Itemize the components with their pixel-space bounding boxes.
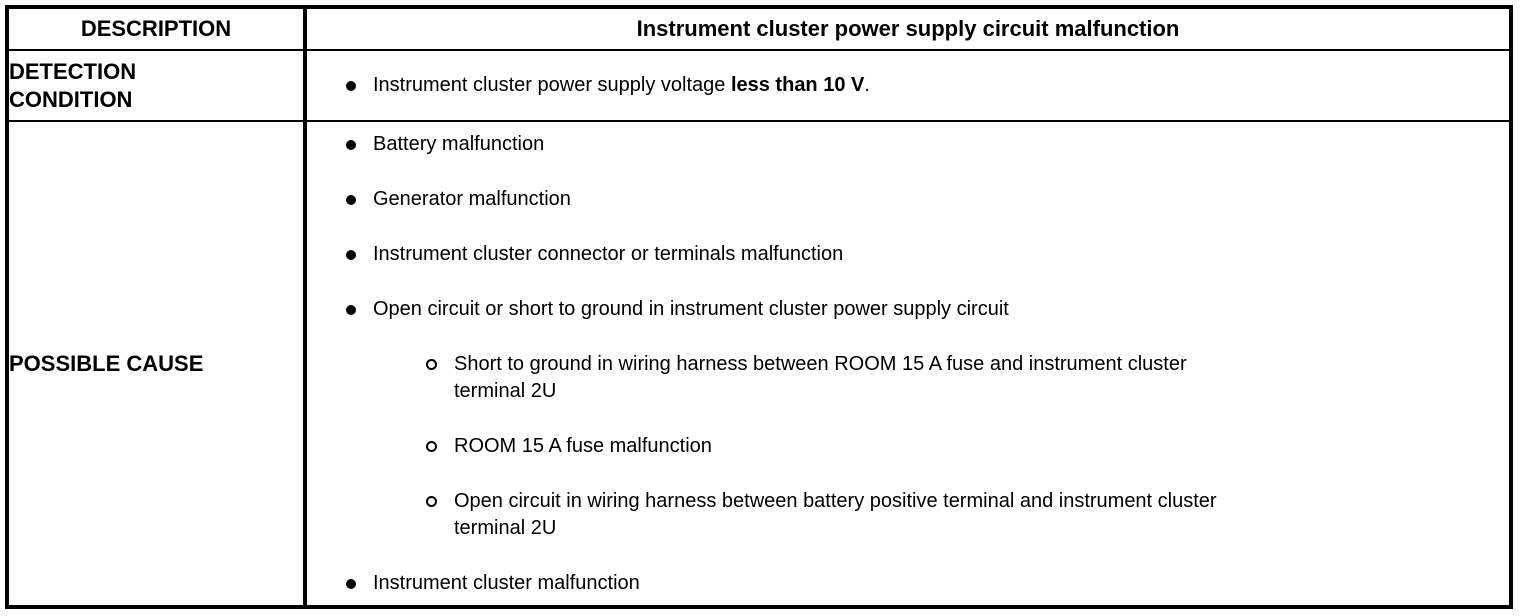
circle-bullet-icon bbox=[426, 495, 437, 507]
description-label: DESCRIPTION bbox=[80, 16, 232, 41]
list-item-text: Battery malfunction bbox=[373, 132, 545, 155]
detection-text-bold: less than 10 V bbox=[730, 74, 865, 96]
possible-cause-row: POSSIBLE CAUSE Battery malfunction Gener… bbox=[6, 120, 1512, 608]
list-item-text: Instrument cluster malfunction bbox=[373, 571, 640, 594]
table-header-row: DESCRIPTION Instrument cluster power sup… bbox=[6, 6, 1512, 51]
list-subitem: ROOM 15 A fuse malfunction bbox=[307, 433, 1509, 460]
list-item-text: Instrument cluster connector or terminal… bbox=[373, 242, 844, 265]
detection-condition-content-cell: Instrument cluster power supply voltage … bbox=[304, 49, 1512, 122]
list-item: Instrument cluster connector or terminal… bbox=[307, 241, 1509, 268]
bullet-icon bbox=[346, 578, 356, 589]
description-header-cell: DESCRIPTION bbox=[6, 6, 307, 51]
list-item: Battery malfunction bbox=[307, 131, 1509, 158]
detection-condition-row: DETECTION CONDITION Instrument cluster p… bbox=[6, 49, 1512, 122]
list-subitem-text: Open circuit in wiring harness between b… bbox=[454, 489, 1217, 512]
list-item: Instrument cluster power supply voltage … bbox=[307, 72, 1509, 99]
list-subitem-text: terminal 2U bbox=[454, 379, 557, 402]
bullet-icon bbox=[346, 304, 356, 315]
list-item: Open circuit or short to ground in instr… bbox=[307, 296, 1509, 323]
list-item: Generator malfunction bbox=[307, 186, 1509, 213]
possible-cause-label-cell: POSSIBLE CAUSE bbox=[6, 120, 307, 608]
page-title: Instrument cluster power supply circuit … bbox=[636, 16, 1180, 41]
list-subitem-text: Short to ground in wiring harness betwee… bbox=[454, 352, 1187, 375]
list-subitem: Short to ground in wiring harness betwee… bbox=[307, 351, 1509, 405]
list-subitem: Open circuit in wiring harness between b… bbox=[307, 488, 1509, 542]
list-subitem-text: ROOM 15 A fuse malfunction bbox=[454, 434, 712, 457]
detection-text: Instrument cluster power supply voltage bbox=[373, 74, 731, 96]
title-cell: Instrument cluster power supply circuit … bbox=[304, 6, 1512, 51]
list-item: Instrument cluster malfunction bbox=[307, 570, 1509, 597]
list-item-text: Instrument cluster power supply voltage … bbox=[373, 72, 1509, 99]
possible-cause-content-cell: Battery malfunction Generator malfunctio… bbox=[304, 120, 1512, 608]
bullet-icon bbox=[346, 81, 356, 91]
detection-condition-label: DETECTION CONDITION bbox=[9, 58, 137, 112]
bullet-icon bbox=[346, 194, 356, 205]
list-item-text: Open circuit or short to ground in instr… bbox=[373, 297, 1009, 320]
circle-bullet-icon bbox=[426, 358, 437, 370]
bullet-icon bbox=[346, 139, 356, 150]
bullet-icon bbox=[346, 249, 356, 260]
circle-bullet-icon bbox=[426, 440, 437, 452]
possible-cause-label: POSSIBLE CAUSE bbox=[9, 350, 204, 376]
detection-condition-label-cell: DETECTION CONDITION bbox=[6, 49, 307, 122]
detection-text-suffix: . bbox=[864, 74, 870, 96]
diagnostic-table: DESCRIPTION Instrument cluster power sup… bbox=[5, 5, 1513, 609]
list-item-text: Generator malfunction bbox=[373, 187, 571, 210]
list-subitem-text: terminal 2U bbox=[454, 516, 557, 539]
